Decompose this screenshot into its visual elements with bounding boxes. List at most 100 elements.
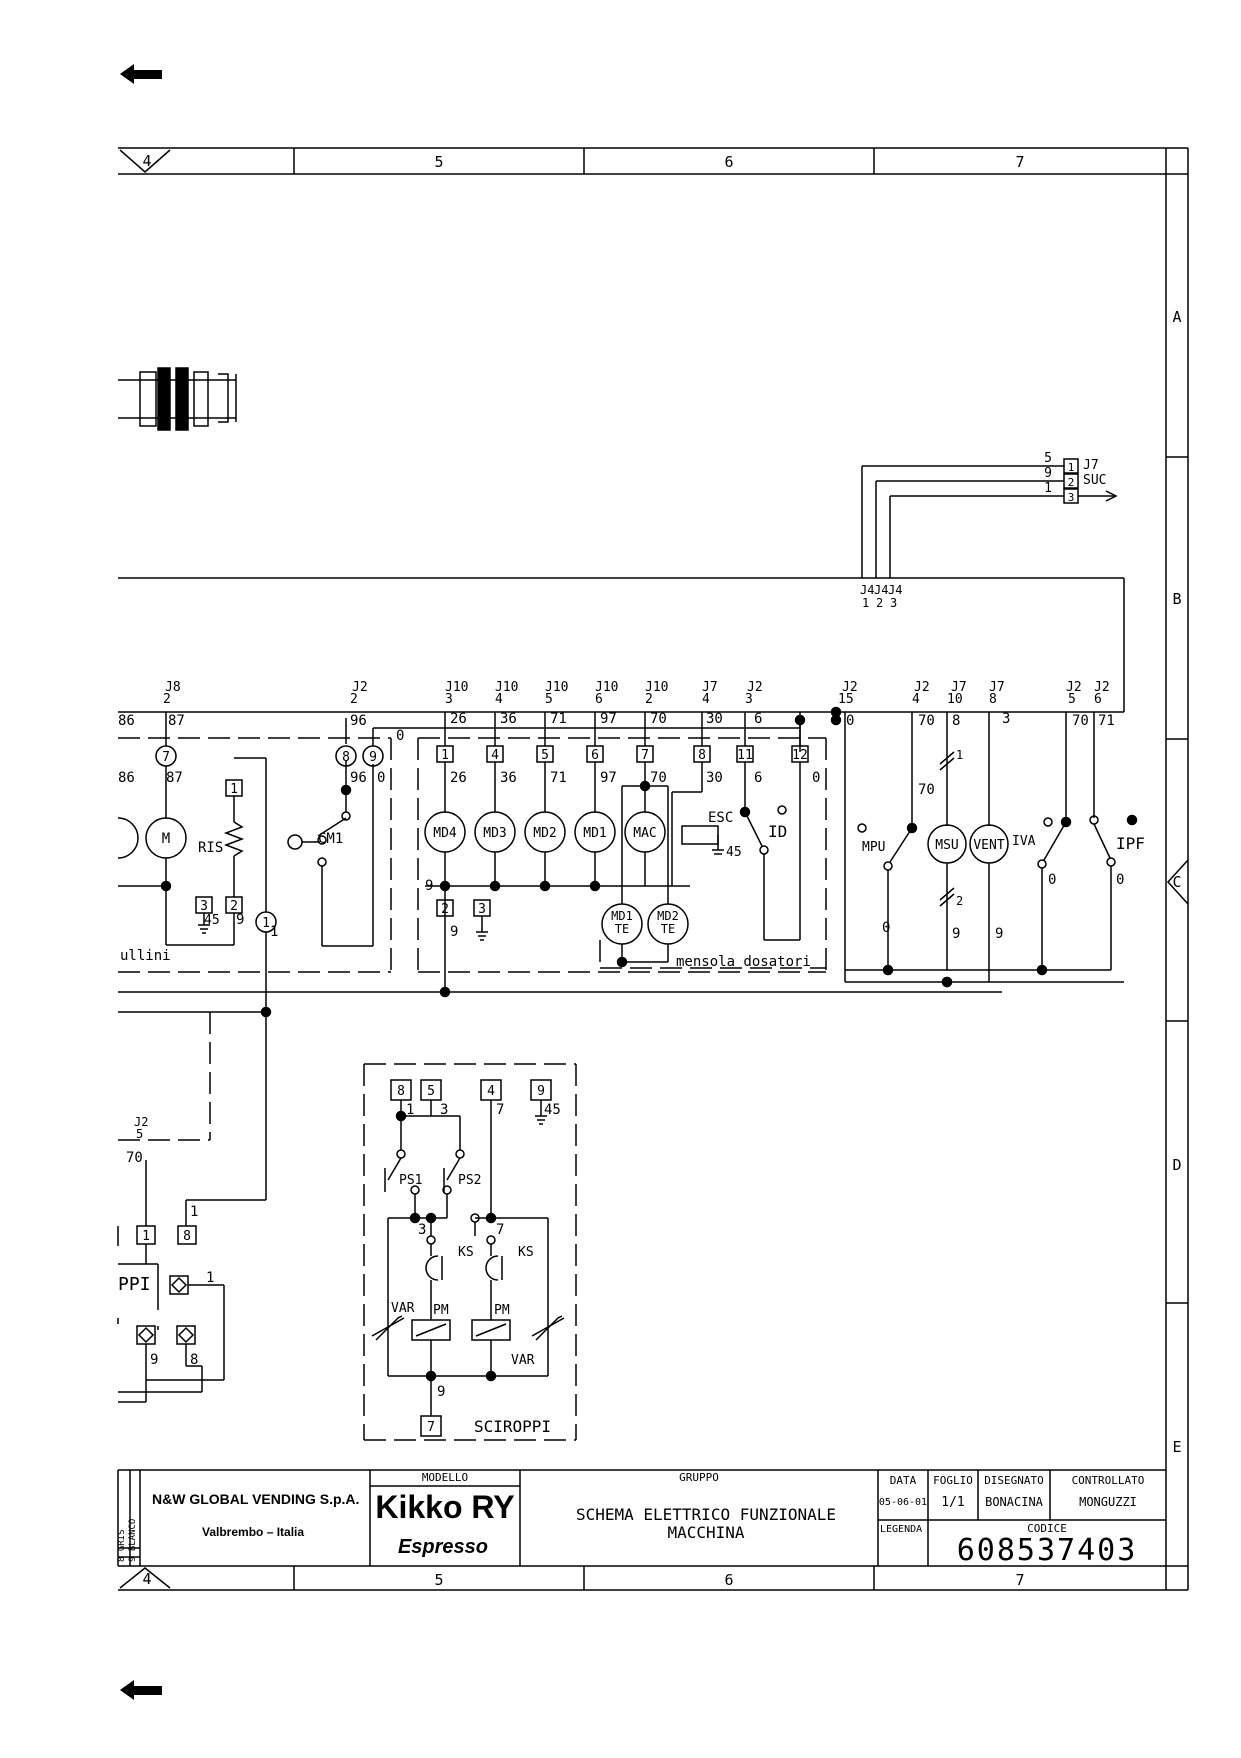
back-arrow-bottom[interactable] [120, 1680, 162, 1700]
coffee-meter-label: CM1 [318, 831, 343, 847]
wire-num: 7 [496, 1102, 504, 1118]
wire-label: 5 [1044, 451, 1052, 466]
wire-num: 9 [236, 912, 244, 928]
j4-label: J4 [874, 583, 888, 597]
disegnato-label: DISEGNATO [984, 1474, 1044, 1487]
conn-ref: J8 [165, 680, 181, 695]
back-arrow-top[interactable] [120, 64, 162, 84]
foglio-label: FOGLIO [933, 1474, 973, 1487]
terminal-num: 6 [591, 748, 599, 763]
conn-ref: J7 [951, 680, 967, 695]
row-labels: A B C D E [1172, 308, 1181, 1456]
terminal-num: 8 [397, 1084, 405, 1099]
col-label: 7 [1015, 153, 1024, 171]
description-line1: SCHEMA ELETTRICO FUNZIONALE [576, 1505, 836, 1524]
col-label: 5 [434, 153, 443, 171]
j4-pin: 1 [862, 596, 869, 610]
wire-num: 9 [450, 924, 458, 940]
conn-ref: J10 [545, 680, 568, 695]
mac-label: MAC [633, 826, 656, 841]
wire-num: 70 [918, 782, 935, 798]
data-value: 05-06-01 [879, 1497, 927, 1508]
conn-ref: 4 [702, 692, 710, 707]
row-label: D [1172, 1156, 1181, 1174]
pm-label: PM [494, 1303, 510, 1318]
md2te-label: MD2 [657, 909, 679, 923]
conn-ref: 3 [445, 692, 453, 707]
terminal-num: 2 [230, 899, 238, 914]
terminal-num: 8 [342, 750, 350, 765]
conn-ref: J2 [914, 680, 930, 695]
wire-num: 96 [350, 713, 367, 729]
wire-num: 70 [650, 770, 667, 786]
right-section [830, 706, 1138, 988]
terminal-num: 11 [737, 748, 753, 763]
wire-num: 26 [450, 770, 467, 786]
wire-num: 1 [190, 1204, 198, 1220]
syrup-section [371, 1079, 565, 1437]
wire-num: 9 [995, 926, 1003, 942]
col-label: 6 [724, 1571, 733, 1589]
legend-line: 9 BLANCO [128, 1519, 138, 1562]
row-label: A [1172, 308, 1181, 326]
row-label: E [1172, 1438, 1181, 1456]
terminal-num: 3 [478, 902, 486, 917]
foglio-value: 1/1 [941, 1495, 964, 1510]
wire-num: 26 [450, 711, 467, 727]
conn-ref: 4 [912, 692, 920, 707]
esc-label: ESC [708, 810, 733, 826]
terminal-num: 2 [441, 902, 449, 917]
wire-num: 1 [956, 748, 963, 762]
wire-num: 9 [425, 878, 433, 894]
id-label: ID [768, 822, 787, 841]
wire-num: 0 [1048, 872, 1056, 888]
partial-label: ullini [120, 948, 171, 964]
ps2-label: PS2 [458, 1173, 481, 1188]
doser-bracket-label: mensola dosatori [676, 954, 811, 970]
wire-num: 71 [1098, 713, 1115, 729]
doser-section [424, 712, 842, 998]
wire-num: 1 [270, 924, 278, 940]
md1te-label: MD1 [611, 909, 633, 923]
wire-num: 97 [600, 770, 617, 786]
conn-ref: 4 [495, 692, 503, 707]
terminal-num: 8 [698, 748, 706, 763]
wire-num: 8 [952, 713, 960, 729]
wire-num: 96 [350, 770, 367, 786]
wire-num: 9 [952, 926, 960, 942]
description-line2: MACCHINA [667, 1523, 744, 1542]
controllato-value: MONGUZZI [1079, 1495, 1137, 1509]
conn-ref: 5 [1068, 692, 1076, 707]
md1te-label: TE [615, 922, 629, 936]
terminal-num: 7 [641, 748, 649, 763]
j4-pin: 3 [890, 596, 897, 610]
modello-label: MODELLO [422, 1471, 468, 1484]
ks-label: KS [458, 1245, 474, 1260]
terminal-num: 4 [487, 1084, 495, 1099]
terminal-num: 9 [369, 750, 377, 765]
ps1-label: PS1 [399, 1173, 422, 1188]
terminal-num: 4 [491, 748, 499, 763]
wire-num: 0 [882, 920, 890, 936]
power-busses [118, 577, 1125, 1013]
terminal-num: 5 [427, 1084, 435, 1099]
col-label: 5 [434, 1571, 443, 1589]
terminal-num: 12 [792, 748, 808, 763]
syrup-group-label: SCIROPPI [474, 1417, 551, 1436]
terminal-num: 1 [230, 782, 238, 797]
j4-pin: 2 [876, 596, 883, 610]
pin-label: 3 [1068, 491, 1075, 504]
conn-ref: J2 [134, 1115, 148, 1129]
conn-ref: J7 [702, 680, 718, 695]
wire-num: 3 [1002, 711, 1010, 727]
data-label: DATA [890, 1474, 917, 1487]
conn-ref: J2 [1066, 680, 1082, 695]
wire-num: 86 [118, 770, 135, 786]
wire-num: 0 [377, 770, 385, 786]
wire-label: 1 [1044, 481, 1052, 496]
conn-ref: J2 [842, 680, 858, 695]
wire-label: 9 [1044, 466, 1052, 481]
var-label: VAR [511, 1353, 535, 1368]
wire-num: 70 [918, 713, 935, 729]
connector-j7: 5 9 1 1 2 3 J7 SUC J4 J4 J4 1 2 3 [860, 451, 1118, 610]
